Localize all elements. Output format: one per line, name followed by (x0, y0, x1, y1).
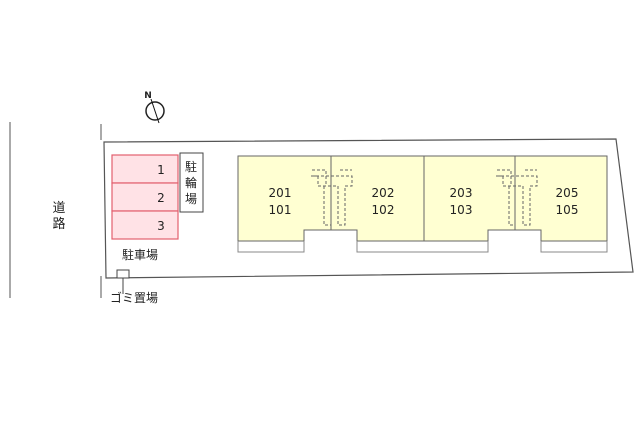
parking-space-number: 3 (157, 219, 165, 233)
unit-number-lower: 102 (372, 203, 395, 217)
parking-space-number: 1 (157, 163, 165, 177)
building-outline (237, 155, 608, 242)
unit-number-lower: 101 (269, 203, 292, 217)
unit-number-upper: 203 (450, 186, 473, 200)
garbage-label: ゴミ置場 (110, 290, 158, 305)
parking-space-1 (111, 154, 179, 184)
staircase-outline (312, 169, 352, 226)
parking-label: 駐車場 (122, 247, 158, 262)
building-balcony-edge (237, 241, 305, 253)
building-balcony-edge (356, 241, 489, 253)
staircase-outline (311, 175, 353, 226)
parking-space-2 (111, 182, 179, 212)
unit-number-upper: 202 (372, 186, 395, 200)
bicycle-parking (179, 152, 204, 213)
unit-number-lower: 105 (556, 203, 579, 217)
parking-space-number: 2 (157, 191, 165, 205)
bicycle-label-char-2: 輪 (185, 175, 197, 190)
north-arrow-icon: N (144, 91, 165, 124)
staircase-outline (496, 175, 538, 226)
unit-number-lower: 103 (450, 203, 473, 217)
bicycle-label-char-3: 場 (185, 192, 197, 206)
bicycle-label-char-1: 駐 (185, 159, 197, 174)
building-balcony-edge (540, 241, 608, 253)
parking-area: 1 2 3 (111, 154, 179, 240)
staircase-outline (497, 169, 537, 226)
unit-number-upper: 201 (269, 186, 292, 200)
unit-number-upper: 205 (556, 186, 579, 200)
road-label-char-2: 路 (52, 216, 65, 232)
garbage-station (116, 269, 130, 279)
parking-space-3 (111, 210, 179, 240)
north-letter: N (144, 91, 152, 101)
apartment-building: 201 101 202 102 203 103 205 105 (237, 155, 608, 253)
road-label-char-1: 道 (52, 201, 65, 216)
